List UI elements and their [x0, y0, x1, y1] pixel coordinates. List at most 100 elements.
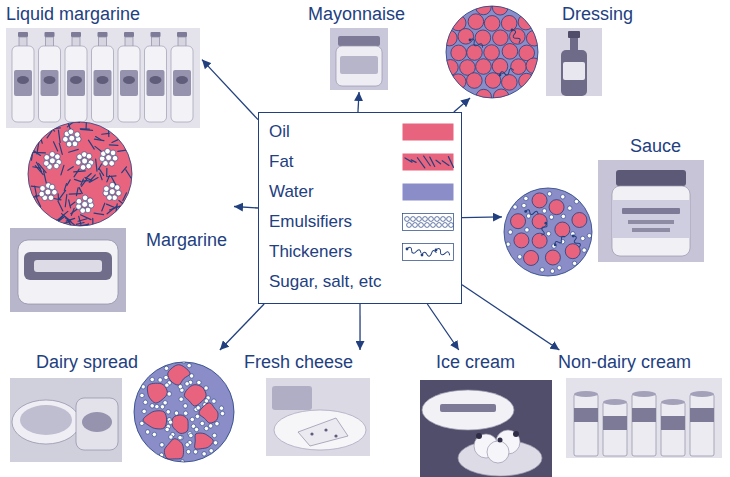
bottle-cap [45, 32, 55, 37]
oil-droplet [532, 214, 547, 229]
herb [310, 432, 313, 435]
fat-crystal [67, 121, 74, 127]
water-droplet [87, 198, 93, 204]
bottle-mark [70, 76, 82, 84]
tub-label [82, 412, 112, 432]
key-swatch [402, 153, 454, 171]
fat-crystal [59, 143, 62, 154]
water-droplet [86, 163, 92, 169]
product-photo [6, 28, 200, 128]
oil-droplet [526, 30, 542, 46]
emulsifier-dot [178, 435, 182, 439]
fat-blob [143, 411, 167, 429]
oil-droplet [467, 45, 483, 61]
fat-crystal [430, 157, 435, 166]
fat-crystal [417, 158, 424, 168]
fat-crystal [69, 200, 71, 208]
fat-crystal [74, 179, 81, 181]
fat-crystal [411, 160, 416, 163]
emulsifier-dot [183, 404, 187, 408]
oil-droplet [532, 233, 547, 248]
emulsifier-dot [190, 417, 194, 421]
product-panel: Non-dairy cream [556, 350, 724, 460]
emulsifier-dot [411, 217, 416, 222]
fat-crystal [107, 175, 116, 177]
emulsifier-dot [204, 426, 208, 430]
fat-crystal [31, 186, 40, 187]
fat-crystal [109, 144, 118, 146]
fat-crystal [442, 161, 449, 166]
oil-droplet [476, 59, 492, 75]
carton-body [632, 394, 656, 456]
carton-top [603, 399, 627, 405]
carton-band [603, 416, 627, 430]
bottle-neck [19, 37, 27, 47]
emulsifier-dot [189, 433, 193, 437]
fat-crystal [70, 202, 75, 206]
key-row: Sugar, salt, etc [259, 267, 461, 297]
fat-crystal [58, 130, 60, 142]
emulsifier-dot [150, 377, 154, 381]
continuous-phase [446, 6, 538, 98]
emulsifier-dot [187, 363, 191, 367]
thickener-end [435, 249, 438, 252]
thickener-end [524, 210, 527, 213]
oil-droplet [451, 45, 467, 61]
bottle-neck [46, 37, 54, 47]
thickener-end [406, 248, 409, 251]
oil-droplet [484, 16, 500, 32]
emulsifier-dot [542, 209, 546, 213]
bottle-neck [99, 37, 107, 47]
fat-crystal [74, 171, 86, 172]
thickener-chain [510, 29, 521, 44]
bottle-label [173, 70, 191, 96]
carton-top [690, 391, 714, 397]
emulsifier-dot [441, 217, 446, 222]
fat-crystal [58, 201, 63, 211]
bottle-mark [176, 76, 188, 84]
oil-droplet [476, 0, 492, 15]
emulsifier-dot [525, 228, 529, 232]
emulsifier-dot [219, 406, 223, 410]
water-droplet [39, 191, 45, 197]
emulsifier-dot [552, 244, 556, 248]
ingredient-label: Fat [269, 147, 294, 177]
fat-crystal [69, 149, 79, 152]
emulsifier-dot [174, 411, 178, 415]
arrow-connector [202, 60, 258, 120]
thickener-end [499, 74, 502, 77]
emulsifier-dot [423, 217, 428, 222]
photo-ground [10, 378, 122, 462]
water-droplet [76, 204, 82, 210]
product-label: Dressing [560, 2, 635, 26]
thickener-chain [571, 235, 581, 248]
fat-blob [164, 439, 183, 459]
berry [476, 433, 482, 439]
emulsifier-dot [508, 230, 512, 234]
photo-ground [10, 228, 126, 312]
emulsifier-dot [197, 380, 201, 384]
bottle-neck [125, 37, 133, 47]
bottle-mark [17, 76, 29, 84]
product-label: Sauce [628, 134, 683, 158]
bottle-body [561, 50, 587, 96]
water-droplet [82, 201, 88, 207]
emulsifier-dot [143, 400, 147, 404]
carton-body [690, 394, 714, 456]
fat-blob [195, 433, 214, 449]
emulsifier-dot [183, 411, 187, 415]
emulsifier-dot [581, 236, 585, 240]
scoop [487, 441, 509, 463]
oil-droplet [468, 14, 484, 30]
bottle-mark [150, 76, 162, 84]
bottle-body [118, 46, 140, 122]
fat-swatch [403, 154, 454, 171]
emulsifier-dot [417, 217, 422, 222]
product-photo [566, 378, 722, 458]
bottle-label [120, 70, 138, 96]
oil-droplet [443, 60, 459, 76]
oil-droplet [549, 200, 564, 215]
emulsifier-dot [140, 421, 144, 425]
